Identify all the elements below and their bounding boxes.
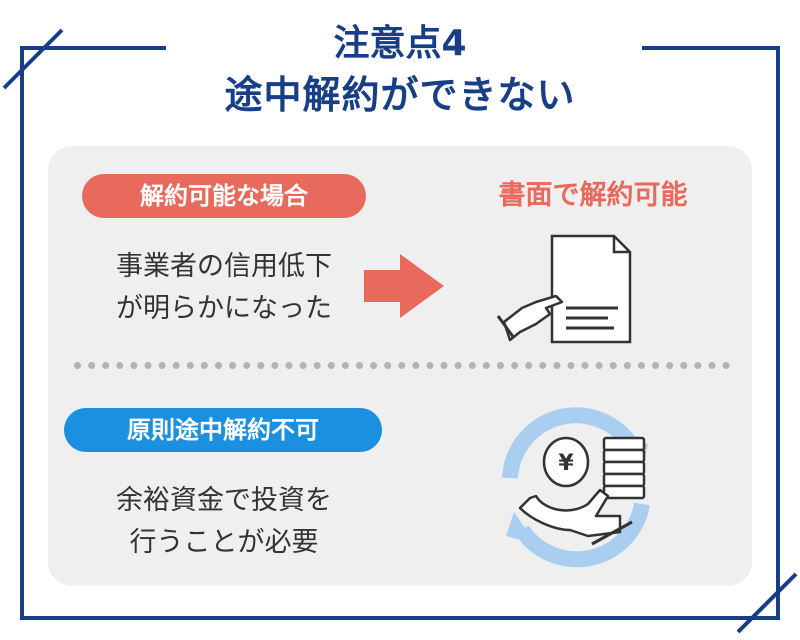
condition-line2: が明らかになった xyxy=(116,293,332,324)
note-line1: 余裕資金で投資を xyxy=(116,485,332,516)
not-cancellable-badge: 原則途中解約不可 xyxy=(64,408,382,452)
section-divider xyxy=(74,362,730,369)
frame-right xyxy=(776,46,780,620)
document-with-hand-icon xyxy=(496,234,632,344)
frame-top-left xyxy=(20,46,166,50)
cancellable-result: 書面で解約可能 xyxy=(498,180,688,211)
right-arrow-icon xyxy=(364,254,444,318)
frame-top-right xyxy=(642,46,780,50)
note-line2: 行うことが必要 xyxy=(129,527,319,558)
frame-bottom xyxy=(20,616,780,620)
cancellable-badge: 解約可能な場合 xyxy=(82,174,366,218)
frame-left xyxy=(20,46,24,620)
not-cancellable-note: 余裕資金で投資を 行うことが必要 xyxy=(66,480,382,564)
svg-text:¥: ¥ xyxy=(558,451,574,476)
page-title-line1: 注意点4 xyxy=(333,23,467,64)
yen-coin-cycle-icon: ¥ xyxy=(502,407,650,568)
condition-line1: 事業者の信用低下 xyxy=(116,251,332,282)
cancellable-condition: 事業者の信用低下 が明らかになった xyxy=(66,246,382,330)
page-title-line2: 途中解約ができない xyxy=(224,73,576,117)
